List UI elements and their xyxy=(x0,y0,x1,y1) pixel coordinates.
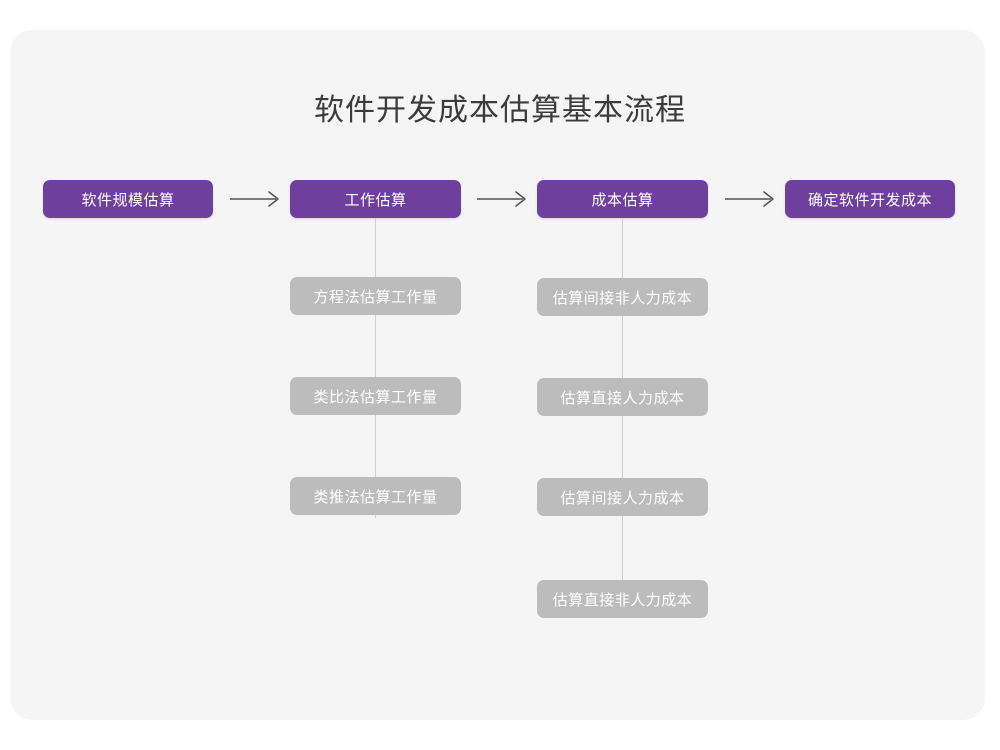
flow-step-determine-development-cost[interactable]: 确定软件开发成本 xyxy=(785,180,955,218)
arrow-right-icon-1 xyxy=(230,191,279,207)
connector-line-effort-branch xyxy=(375,218,376,518)
page-title: 软件开发成本估算基本流程 xyxy=(314,94,686,127)
flow-step-effort-estimation[interactable]: 工作估算 xyxy=(290,180,461,218)
branch-item-effort-inference-method[interactable]: 类推法估算工作量 xyxy=(290,477,461,515)
flow-step-cost-estimation[interactable]: 成本估算 xyxy=(537,180,708,218)
branch-item-cost-indirect-labor[interactable]: 估算间接人力成本 xyxy=(537,478,708,516)
branch-item-cost-indirect-non-labor[interactable]: 估算间接非人力成本 xyxy=(537,278,708,316)
flow-step-software-scale-estimation[interactable]: 软件规模估算 xyxy=(43,180,213,218)
branch-item-cost-direct-labor[interactable]: 估算直接人力成本 xyxy=(537,378,708,416)
branch-item-cost-direct-non-labor[interactable]: 估算直接非人力成本 xyxy=(537,580,708,618)
arrow-right-icon-2 xyxy=(477,191,526,207)
branch-item-effort-equation-method[interactable]: 方程法估算工作量 xyxy=(290,277,461,315)
diagram-card xyxy=(10,30,985,720)
arrow-right-icon-3 xyxy=(725,191,774,207)
branch-item-effort-analogy-method[interactable]: 类比法估算工作量 xyxy=(290,377,461,415)
